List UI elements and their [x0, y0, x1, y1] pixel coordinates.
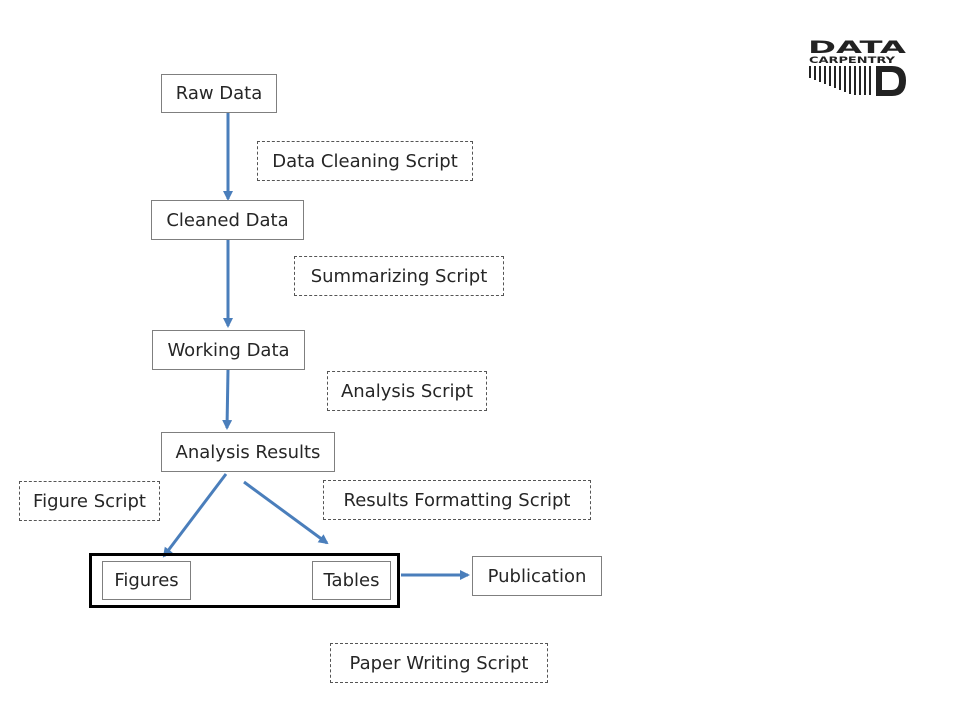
paper-writing-script-box: Paper Writing Script [330, 643, 548, 683]
data-cleaning-script-box: Data Cleaning Script [257, 141, 473, 181]
working-data-box: Working Data [152, 330, 305, 370]
raw-data-box: Raw Data [161, 74, 277, 113]
figures-box: Figures [102, 561, 191, 600]
data-carpentry-logo: DATA CARPENTRY [808, 38, 908, 96]
arrow-working-to-analysis [222, 369, 233, 430]
logo-barcode-icon [809, 66, 871, 95]
arrow-analysis-to-tables [243, 480, 329, 545]
summarizing-script-box: Summarizing Script [294, 256, 504, 296]
logo-d-mark-icon [876, 66, 906, 96]
arrow-analysis-to-figures [162, 473, 228, 558]
analysis-script-box: Analysis Script [327, 371, 487, 411]
tables-box: Tables [312, 561, 391, 600]
cleaned-data-box: Cleaned Data [151, 200, 304, 240]
outputs-group-frame [89, 553, 400, 608]
logo-text-carpentry: CARPENTRY [809, 56, 896, 66]
results-formatting-script-box: Results Formatting Script [323, 480, 591, 520]
figure-script-box: Figure Script [19, 481, 160, 521]
publication-box: Publication [472, 556, 602, 596]
analysis-results-box: Analysis Results [161, 432, 335, 472]
logo-text-data: DATA [808, 38, 908, 58]
